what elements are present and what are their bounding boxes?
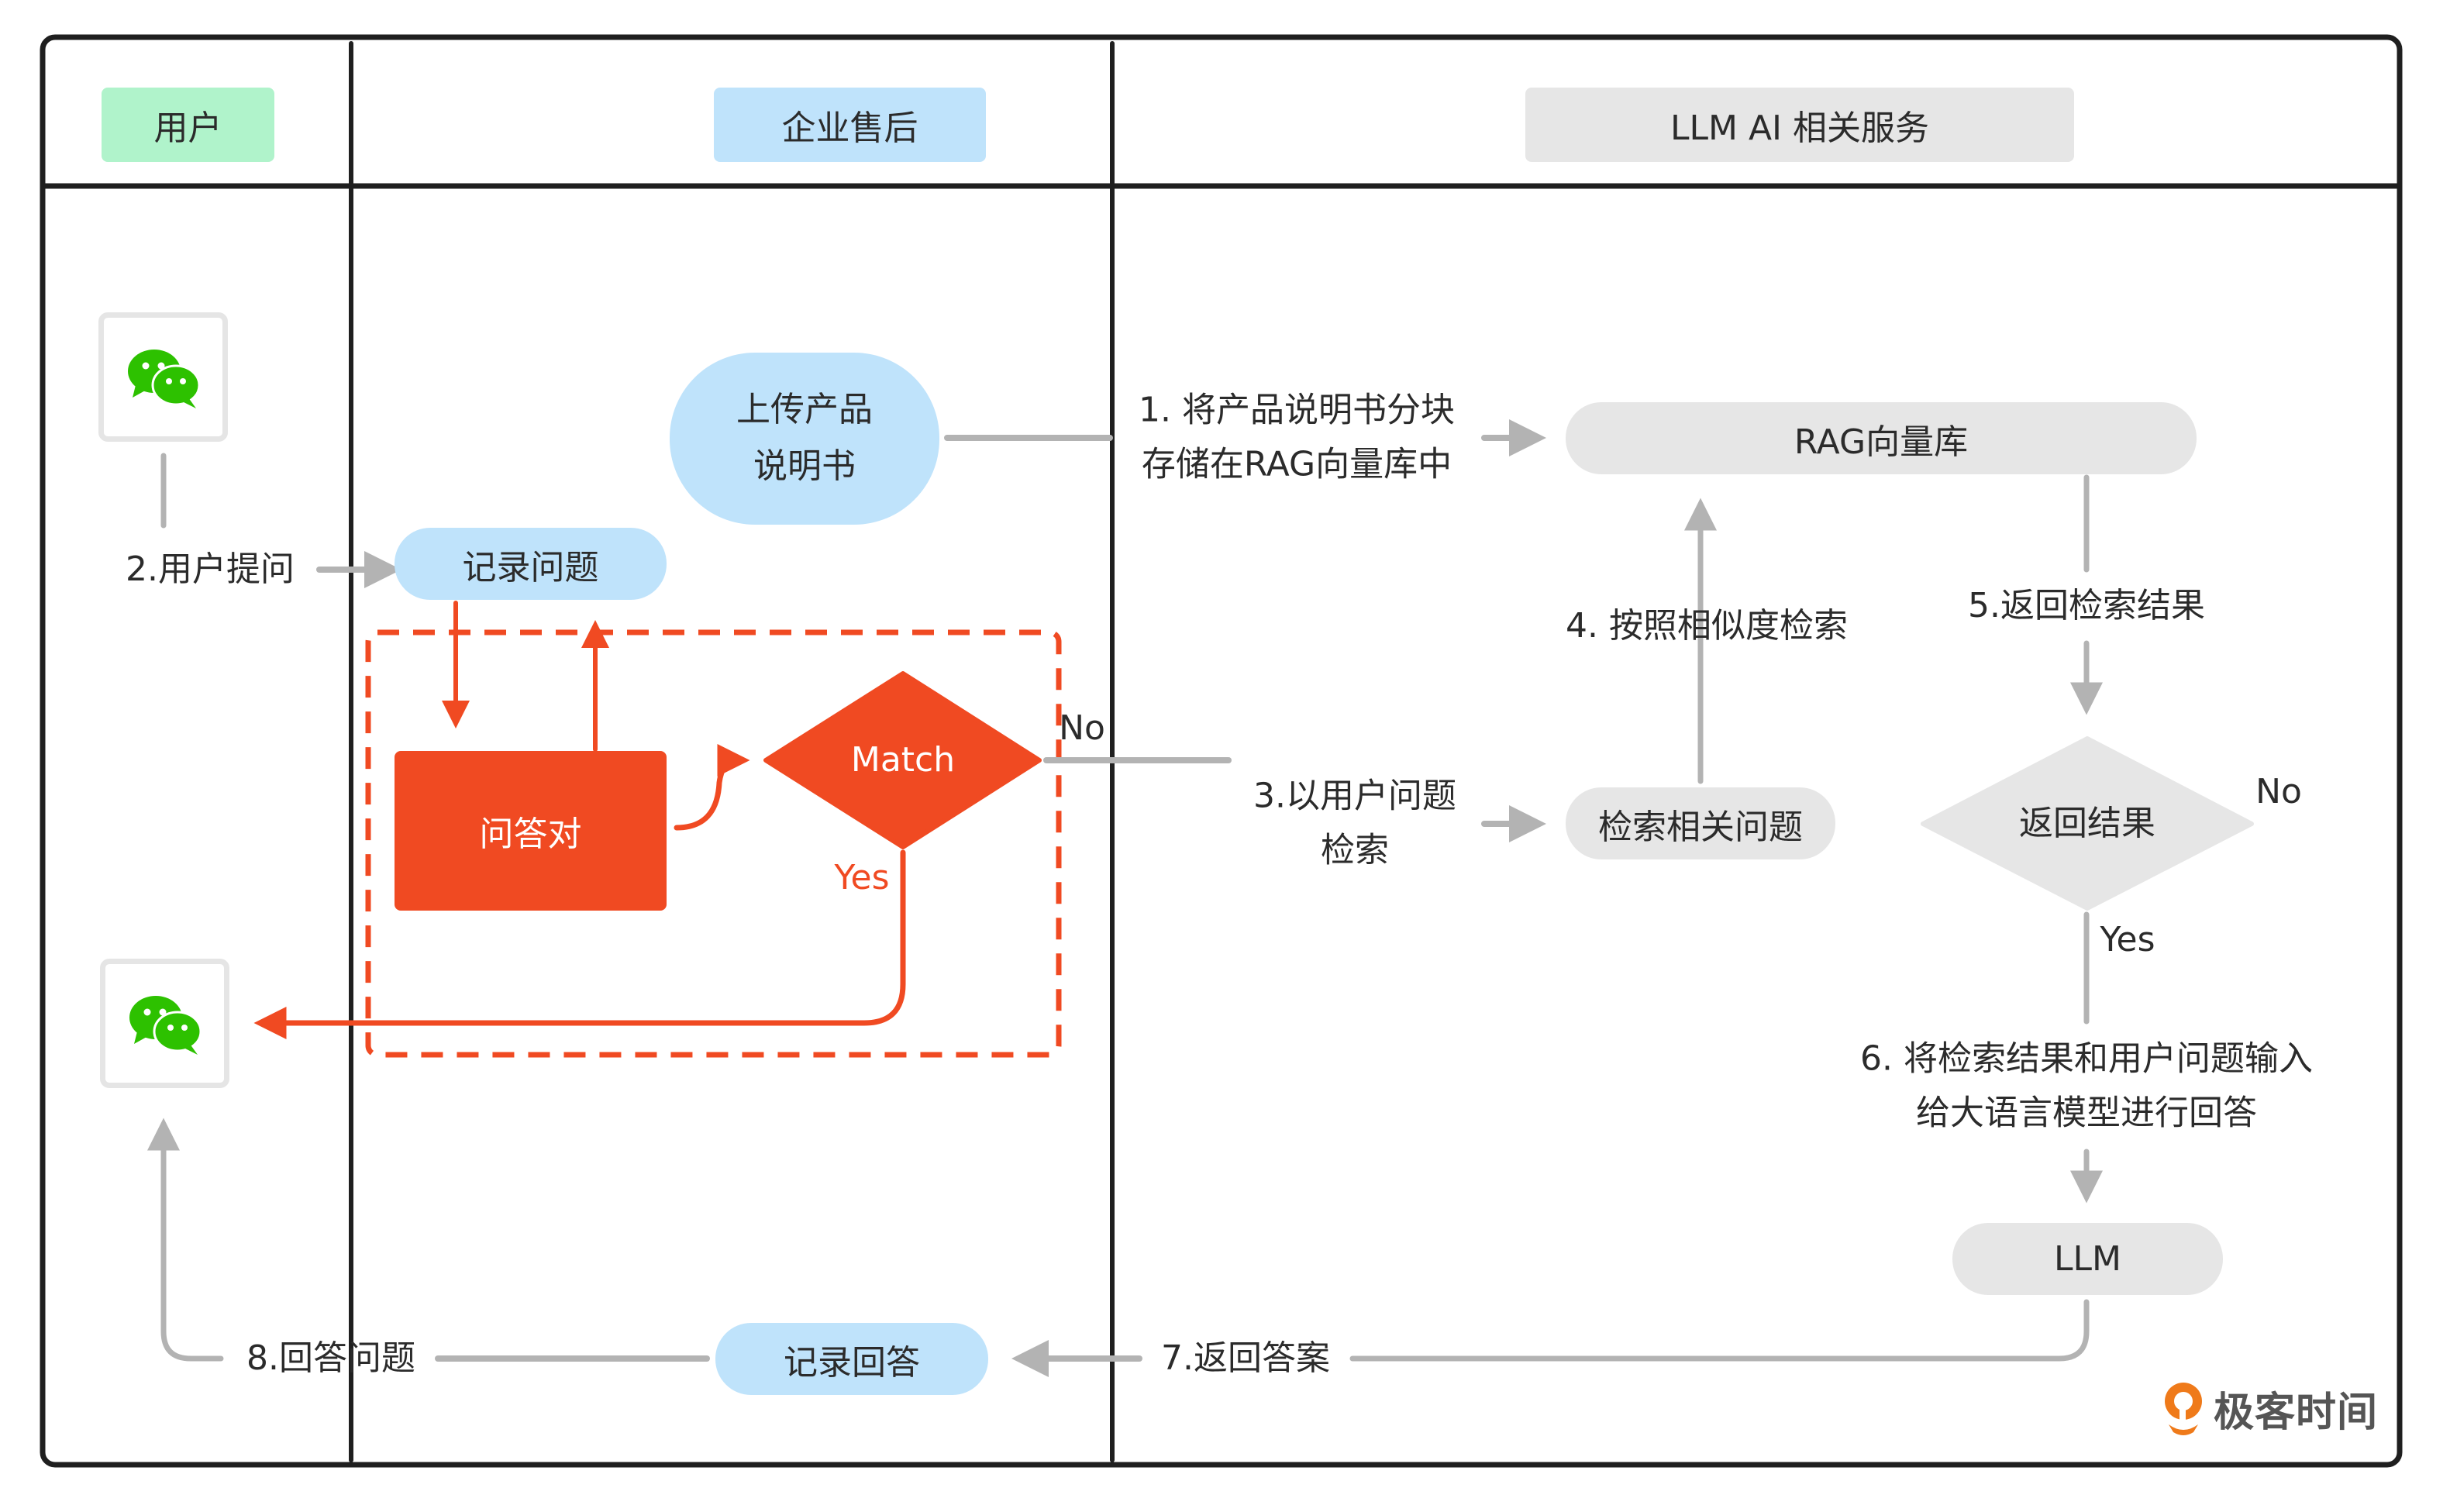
record-answer-node[interactable]: 记录回答 (715, 1323, 988, 1395)
qa-cache-boundary (365, 629, 1062, 1058)
step6-label: 6. 将检索结果和用户问题输入 给大语言模型进行回答 (1860, 1032, 2313, 1142)
step4-label: 4. 按照相似度检索 (1566, 605, 1848, 646)
step3-line2: 检索 (1320, 831, 1389, 870)
connector-llm-to-step7 (1349, 1299, 2090, 1362)
match-no-label: No (1059, 708, 1105, 748)
lane-header-after-sales: 企业售后 (714, 88, 986, 162)
geektime-logo-text: 极客时间 (2214, 1390, 2379, 1436)
record-question-node[interactable]: 记录问题 (395, 528, 667, 600)
wechat-client-bottom[interactable] (100, 959, 229, 1088)
step1-line1: 1. 将产品说明书分块 (1139, 390, 1455, 430)
step5-label: 5.返回检索结果 (1968, 585, 2205, 625)
upload-manual-node[interactable]: 上传产品 说明书 (670, 353, 939, 525)
search-related-node[interactable]: 检索相关问题 (1566, 787, 1835, 859)
arrow-step8-to-wechat (147, 1118, 224, 1362)
return-result-diamond[interactable] (1921, 736, 2254, 911)
match-label: Match (850, 739, 956, 780)
result-yes-label: Yes (2100, 919, 2155, 959)
step7-label: 7.返回答案 (1161, 1338, 1330, 1378)
step2-label: 2.用户提问 (126, 549, 295, 589)
step1-line2: 存储在RAG向量库中 (1141, 445, 1452, 484)
rag-vector-store-node[interactable]: RAG向量库 (1566, 402, 2197, 474)
geektime-logo: 极客时间 (2214, 1379, 2378, 1438)
arrow-qa-to-match (674, 744, 750, 831)
arrow-match-yes-to-wechat (253, 849, 906, 1039)
upload-manual-line1: 上传产品 (736, 390, 873, 430)
match-diamond[interactable] (763, 671, 1042, 849)
wechat-client-top[interactable] (98, 312, 228, 442)
qa-pairs-node[interactable]: 问答对 (395, 751, 667, 911)
lane-header-user: 用户 (102, 88, 274, 162)
lane-header-llm-services: LLM AI 相关服务 (1525, 88, 2074, 162)
wechat-icon (129, 995, 202, 1055)
step3-label: 3.以用户问题 检索 (1253, 770, 1456, 879)
result-no-label: No (2255, 771, 2302, 811)
return-result-label: 返回结果 (2019, 803, 2155, 843)
step1-label: 1. 将产品说明书分块 存储在RAG向量库中 (1139, 384, 1455, 493)
step6-line2: 给大语言模型进行回答 (1916, 1094, 2257, 1133)
step6-line1: 6. 将检索结果和用户问题输入 (1860, 1038, 2313, 1079)
match-yes-label: Yes (834, 857, 890, 897)
step8-label: 8.回答问题 (246, 1338, 415, 1378)
wechat-icon (127, 349, 200, 408)
upload-manual-shape[interactable] (670, 353, 939, 525)
swimlane-frame (40, 34, 2403, 1468)
step3-line1: 3.以用户问题 (1253, 776, 1456, 816)
llm-node[interactable]: LLM (1952, 1223, 2223, 1295)
upload-manual-line2: 说明书 (753, 446, 856, 486)
geektime-logo-icon (2165, 1383, 2202, 1435)
